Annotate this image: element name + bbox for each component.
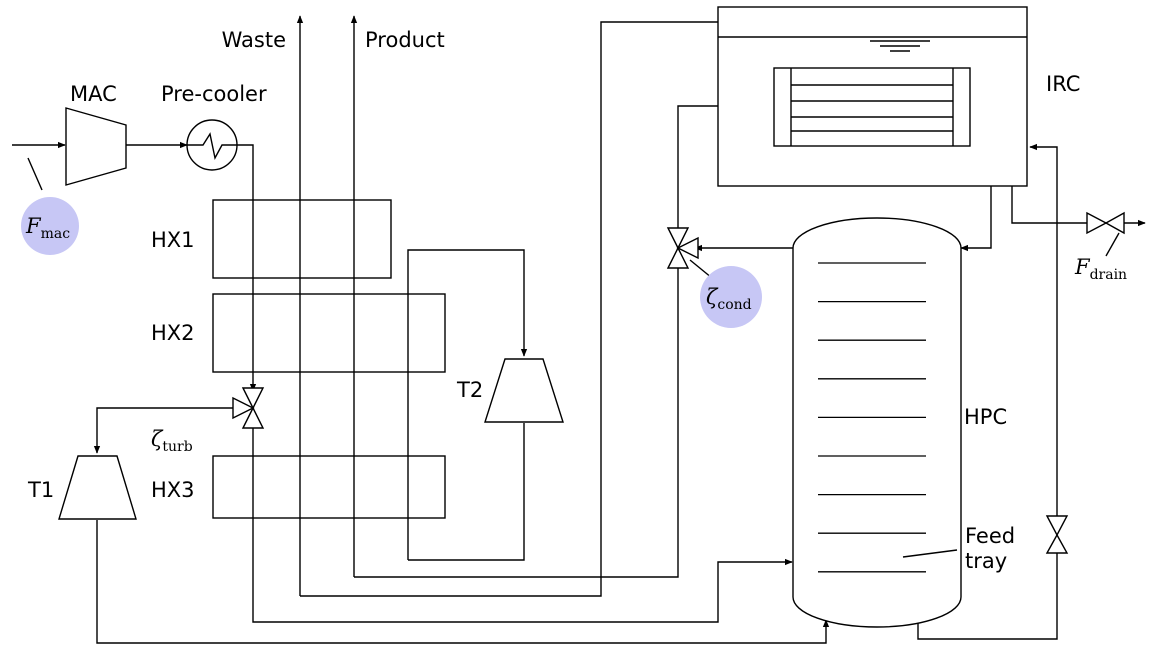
hx3-label: HX3	[151, 478, 195, 502]
mac-compressor	[65, 107, 127, 186]
t2-label: T2	[456, 378, 483, 402]
hpc-trays	[818, 262, 926, 573]
hx1-block	[212, 199, 392, 279]
zeta-cond-label: ζcond	[706, 285, 752, 313]
feed-tray-label-line1: Feed	[965, 524, 1015, 548]
f-mac-highlight	[21, 197, 79, 255]
hx3-block	[212, 455, 446, 519]
hx2-label: HX2	[151, 321, 195, 345]
pre-cooler-unit	[186, 119, 238, 171]
hx1-label: HX1	[151, 228, 195, 252]
pre-cooler-label: Pre-cooler	[161, 82, 267, 106]
irc-label: IRC	[1046, 72, 1080, 96]
condenser-valve	[666, 227, 699, 269]
irc-condenser-coil	[773, 67, 971, 147]
hpc-label: HPC	[964, 405, 1007, 429]
f-drain-pointer	[1105, 232, 1120, 257]
zeta-cond-pointer	[689, 259, 713, 279]
hx2-block	[212, 293, 446, 373]
product-label: Product	[365, 28, 445, 52]
feed-tray-label-line2: tray	[965, 549, 1007, 573]
process-lines	[12, 15, 1146, 644]
mac-label: MAC	[70, 82, 117, 106]
drain-valve	[1086, 211, 1125, 235]
f-mac-label: Fmac	[25, 214, 70, 242]
f-mac-pointer	[27, 157, 43, 191]
waste-label: Waste	[222, 28, 286, 52]
t2-turbine	[484, 358, 564, 423]
turbine-valve	[232, 387, 265, 429]
f-drain-label: Fdrain	[1074, 255, 1127, 283]
feed-tray-pointer	[902, 549, 958, 558]
zeta-turb-label: ζturb	[151, 427, 193, 455]
hpc-column	[792, 217, 962, 628]
t1-label: T1	[27, 478, 54, 502]
t1-turbine	[58, 455, 137, 520]
zeta-cond-highlight	[700, 266, 762, 328]
heat-exchangers	[212, 199, 446, 519]
reboiler-return-valve	[1045, 515, 1069, 554]
